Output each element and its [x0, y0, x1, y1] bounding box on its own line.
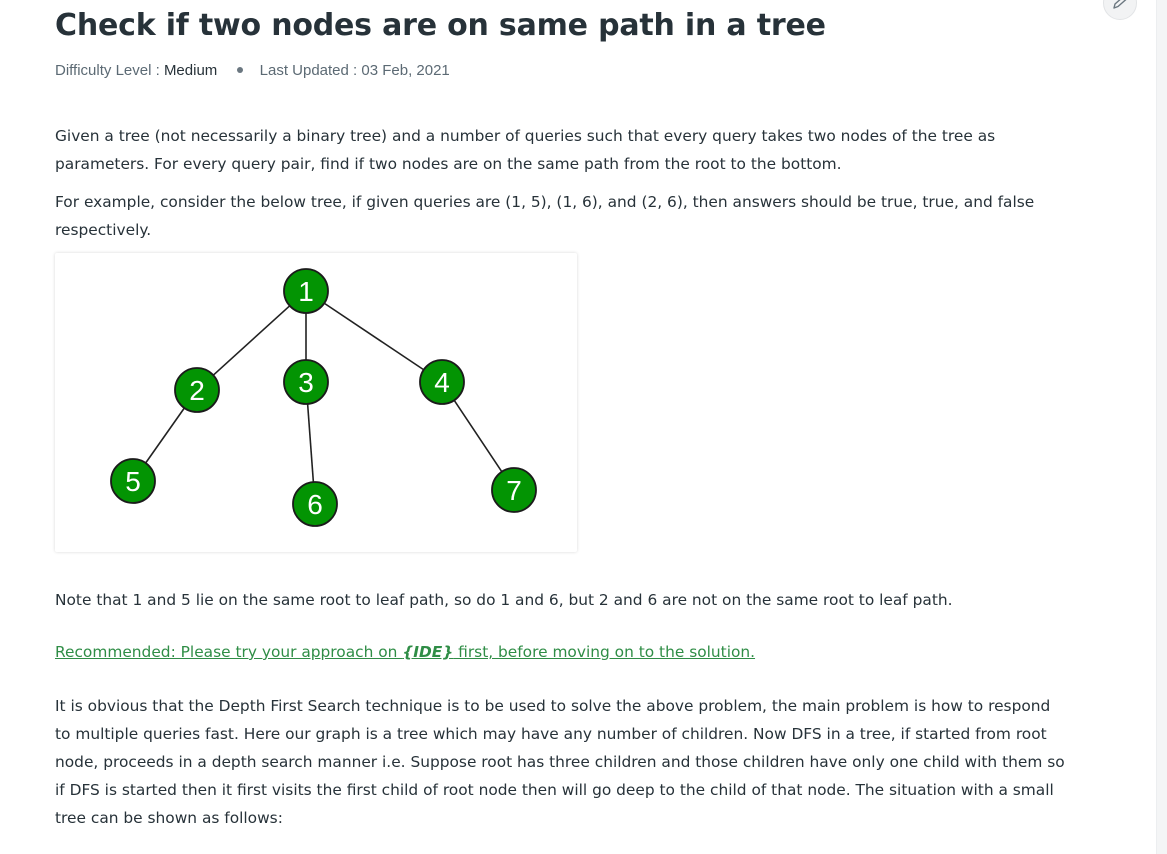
- ide-link-text: {IDE}: [402, 643, 454, 661]
- tree-figure: 1 2 3 4 5 6 7: [55, 253, 577, 552]
- intro-paragraph: Given a tree (not necessarily a binary t…: [55, 127, 996, 173]
- tree-node-label: 7: [506, 475, 522, 506]
- tree-node-circle: [292, 481, 338, 527]
- explanation-paragraph: It is obvious that the Depth First Searc…: [55, 697, 1065, 827]
- note-paragraph: Note that 1 and 5 lie on the same root t…: [55, 591, 953, 609]
- tree-node-circle: [283, 268, 329, 314]
- page-right-edge: [1156, 0, 1167, 854]
- tree-node-6: 6: [292, 481, 338, 527]
- tree-node-7: 7: [491, 467, 537, 513]
- tree-node-circle: [419, 359, 465, 405]
- updated-value: 03 Feb, 2021: [361, 62, 450, 79]
- recommended-text-after: first, before moving on to the solution.: [453, 643, 756, 661]
- difficulty-label: Difficulty Level :: [55, 62, 164, 79]
- tree-edge-2-5: [145, 407, 185, 464]
- article-title: Check if two nodes are on same path in a…: [55, 8, 826, 43]
- tree-node-label: 3: [298, 367, 314, 398]
- tree-node-4: 4: [419, 359, 465, 405]
- tree-node-2: 2: [174, 367, 220, 413]
- tree-node-label: 1: [298, 276, 314, 307]
- updated-label: Last Updated :: [259, 62, 362, 79]
- edit-article-button[interactable]: [1103, 0, 1137, 20]
- tree-node-circle: [491, 467, 537, 513]
- tree-node-label: 6: [307, 489, 323, 520]
- tree-node-label: 2: [189, 375, 205, 406]
- tree-node-circle: [283, 359, 329, 405]
- tree-node-5: 5: [110, 458, 156, 504]
- article-meta: Difficulty Level : Medium Last Updated :…: [55, 62, 450, 79]
- tree-node-circle: [174, 367, 220, 413]
- pencil-icon: [1112, 0, 1128, 13]
- tree-node-circle: [110, 458, 156, 504]
- difficulty-value[interactable]: Medium: [163, 62, 218, 79]
- recommended-note: Recommended: Please try your approach on…: [55, 638, 755, 666]
- tree-node-3: 3: [283, 359, 329, 405]
- tree-edge-3-6: [306, 403, 315, 483]
- meta-separator-dot: [237, 67, 244, 74]
- tree-diagram: 1 2 3 4 5 6 7: [110, 268, 537, 527]
- tree-edge-1-4: [323, 302, 425, 371]
- example-paragraph: For example, consider the below tree, if…: [55, 193, 1035, 239]
- recommended-link[interactable]: Recommended: Please try your approach on…: [55, 643, 755, 661]
- recommended-text-before: Recommended: Please try your approach on: [55, 643, 403, 661]
- tree-node-label: 5: [125, 466, 141, 497]
- tree-edge-1-2: [212, 305, 291, 376]
- tree-edge-4-7: [453, 399, 503, 473]
- tree-node-label: 4: [434, 367, 450, 398]
- tree-node-1: 1: [283, 268, 329, 314]
